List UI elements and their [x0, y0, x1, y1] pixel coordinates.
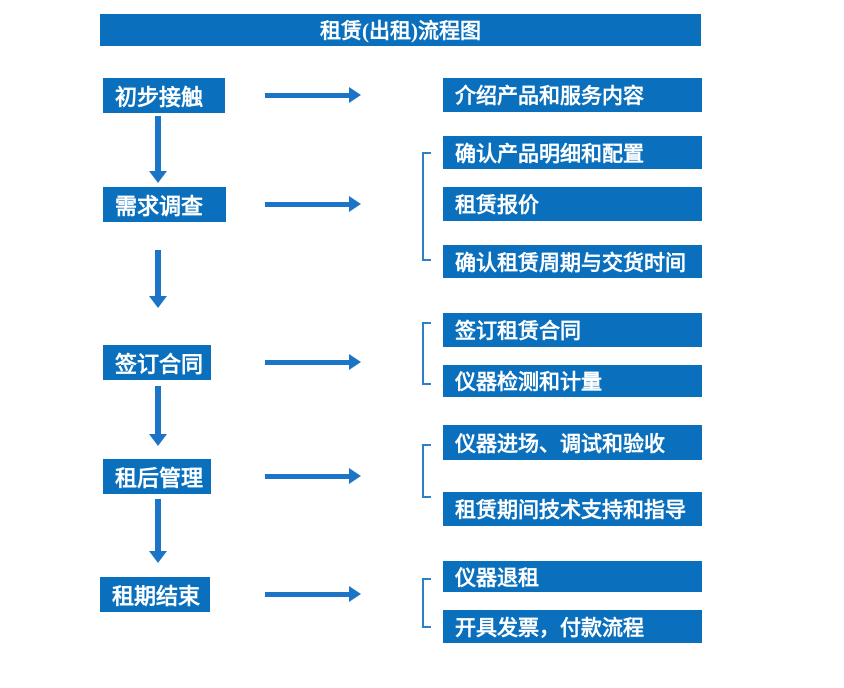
arrow-right-icon [265, 592, 349, 597]
detail-box-sign-rental-contract: 签订租赁合同 [443, 313, 702, 347]
arrow-down-icon [155, 250, 161, 296]
arrow-right-icon [265, 202, 349, 207]
detail-box-instrument-setup-acceptance: 仪器进场、调试和验收 [443, 425, 702, 460]
arrow-right-head-icon [349, 87, 361, 103]
detail-label: 确认产品明细和配置 [455, 141, 644, 166]
detail-label: 仪器退租 [455, 565, 539, 590]
detail-box-invoice-payment: 开具发票，付款流程 [443, 610, 702, 643]
detail-label: 仪器检测和计量 [455, 370, 602, 394]
stage-label: 签订合同 [115, 351, 204, 377]
detail-label: 签订租赁合同 [455, 319, 581, 343]
arrow-down-icon [155, 116, 161, 171]
detail-box-tech-support: 租赁期间技术支持和指导 [443, 492, 702, 526]
detail-label: 租赁报价 [455, 193, 539, 217]
stage-box-demand-survey: 需求调查 [103, 187, 226, 222]
arrow-down-head-icon [149, 434, 167, 446]
detail-label: 仪器进场、调试和验收 [455, 431, 665, 456]
stage-box-rental-end: 租期结束 [100, 577, 210, 612]
detail-label: 介绍产品和服务内容 [455, 84, 644, 108]
stage-label: 租后管理 [115, 465, 204, 491]
detail-box-instrument-return: 仪器退租 [443, 561, 702, 592]
arrow-down-head-icon [149, 296, 167, 308]
arrow-right-head-icon [349, 468, 361, 484]
arrow-right-head-icon [349, 586, 361, 602]
stage-label: 初步接触 [115, 84, 204, 110]
stage-box-initial-contact: 初步接触 [103, 78, 225, 113]
stage-box-sign-contract: 签订合同 [103, 345, 211, 380]
bracket-icon [422, 322, 431, 385]
page-title: 租赁(出租)流程图 [320, 19, 481, 43]
arrow-right-head-icon [349, 196, 361, 212]
bracket-icon [422, 152, 431, 261]
detail-box-confirm-period-delivery: 确认租赁周期与交货时间 [443, 245, 702, 278]
bracket-icon [422, 444, 431, 498]
arrow-right-icon [265, 474, 349, 479]
detail-label: 开具发票，付款流程 [455, 615, 644, 640]
bracket-icon [422, 578, 431, 628]
arrow-down-head-icon [149, 551, 167, 563]
detail-label: 租赁期间技术支持和指导 [455, 498, 686, 522]
stage-label: 租期结束 [112, 583, 201, 609]
arrow-right-icon [265, 360, 349, 365]
arrow-down-head-icon [149, 171, 167, 183]
title-bar: 租赁(出租)流程图 [100, 14, 701, 46]
detail-box-confirm-product-config: 确认产品明细和配置 [443, 136, 702, 169]
detail-box-instrument-testing: 仪器检测和计量 [443, 365, 702, 397]
arrow-right-head-icon [349, 354, 361, 370]
detail-box-rental-quote: 租赁报价 [443, 187, 702, 221]
stage-box-post-rental-management: 租后管理 [103, 459, 211, 494]
arrow-right-icon [265, 93, 349, 98]
arrow-down-icon [155, 499, 161, 551]
detail-box-introduce-products: 介绍产品和服务内容 [443, 78, 702, 112]
arrow-down-icon [155, 386, 161, 434]
detail-label: 确认租赁周期与交货时间 [455, 250, 686, 275]
stage-label: 需求调查 [115, 193, 204, 219]
